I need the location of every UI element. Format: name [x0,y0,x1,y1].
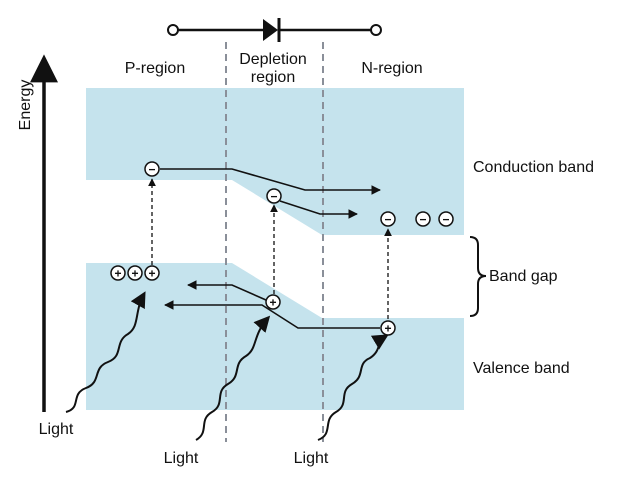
hole: + [380,320,396,336]
band-gap-label: Band gap [489,268,558,285]
valence-band [86,263,464,410]
band-gap-brace [469,236,487,317]
electron-path-from-depletion [279,200,358,219]
depletion-region-label-line2: region [251,69,295,86]
energy-axis-label: Energy [17,80,34,131]
electron: − [266,188,282,204]
conduction-band-label: Conduction band [473,159,594,176]
svg-text:−: − [419,213,426,227]
svg-text:+: + [148,267,155,281]
hole-path-from-n [164,300,380,329]
light-label-depletion: Light [164,450,199,467]
hole: + [110,265,126,281]
wavy-light-arrow-icon [65,291,146,413]
svg-text:−: − [148,163,155,177]
conduction-band [86,88,464,235]
electron: − [415,211,431,227]
electron-path-from-p [160,168,381,195]
light-label-n: Light [294,450,329,467]
wavy-light-arrow-icon [317,334,389,441]
electron: − [380,211,396,227]
svg-text:+: + [131,267,138,281]
hole-path-from-depletion [187,280,267,301]
svg-text:−: − [442,213,449,227]
electron: − [438,211,454,227]
diode-symbol-icon [167,18,382,42]
n-region-label: N-region [361,60,422,77]
hole: + [265,294,281,310]
wavy-light-arrow-icon [195,315,271,441]
valence-band-label: Valence band [473,360,570,377]
svg-text:−: − [384,213,391,227]
light-label-p: Light [39,421,74,438]
svg-text:−: − [270,190,277,204]
svg-text:+: + [269,296,276,310]
depletion-region-label-line1: Depletion [239,51,307,68]
hole: + [144,265,160,281]
electron: − [144,161,160,177]
svg-text:+: + [384,322,391,336]
p-region-label: P-region [125,60,185,77]
svg-text:+: + [114,267,121,281]
hole: + [127,265,143,281]
